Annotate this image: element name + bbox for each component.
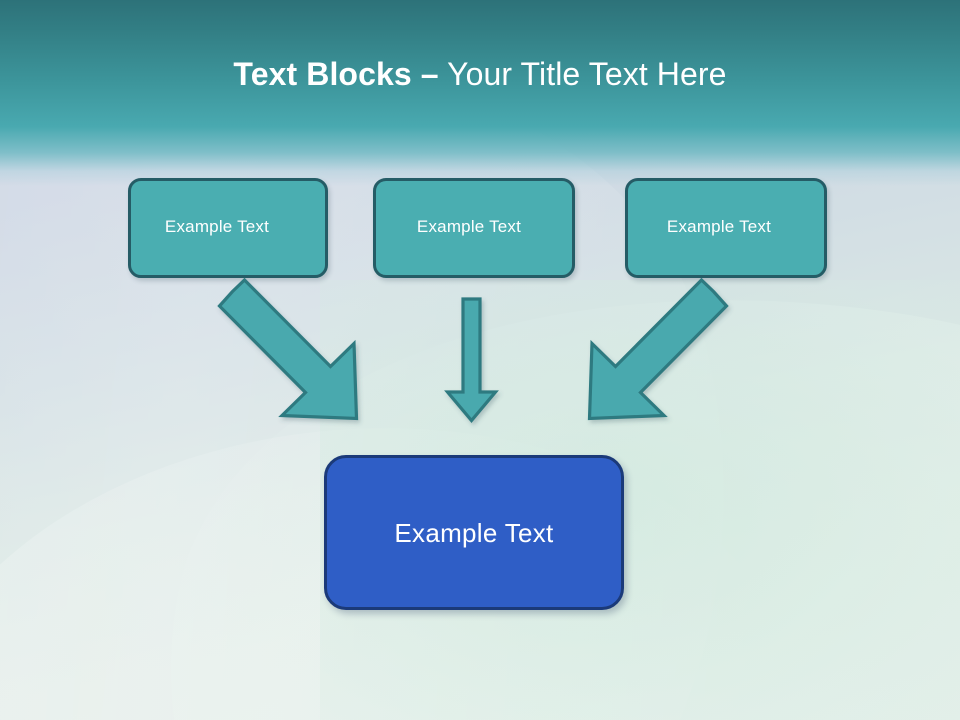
page-title-light: Your Title Text Here: [438, 56, 727, 92]
page-title: Text Blocks – Your Title Text Here: [0, 52, 960, 96]
page-title-bold: Text Blocks –: [233, 56, 439, 92]
text-block-3-label: Example Text: [666, 217, 772, 236]
text-block-1-label: Example Text: [164, 217, 270, 236]
text-block-1[interactable]: Example Text: [128, 178, 328, 278]
text-block-2-label: Example Text: [416, 217, 522, 236]
text-block-3[interactable]: Example Text: [625, 178, 827, 278]
summary-block-label: Example Text: [394, 517, 554, 548]
text-block-2[interactable]: Example Text: [373, 178, 575, 278]
header-band: [0, 0, 960, 186]
summary-block[interactable]: Example Text: [324, 455, 624, 610]
